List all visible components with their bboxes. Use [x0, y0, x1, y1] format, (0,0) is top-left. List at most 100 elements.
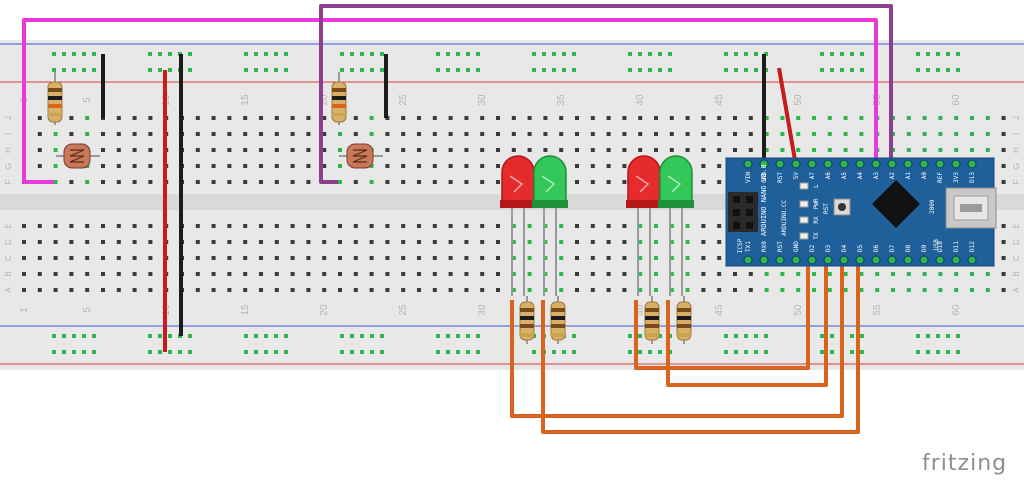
breadboard-hole [717, 272, 722, 276]
breadboard-hole [259, 224, 263, 228]
breadboard-hole [622, 180, 627, 184]
breadboard-hole [53, 132, 58, 136]
rail-hole [52, 52, 56, 56]
breadboard-hole [859, 148, 864, 152]
breadboard-hole [985, 272, 990, 276]
breadboard-hole [511, 116, 516, 120]
status-led-label: L [813, 184, 820, 188]
breadboard-hole [654, 288, 658, 292]
breadboard-hole [780, 272, 785, 276]
rail-hole [476, 68, 480, 72]
breadboard-hole [259, 272, 263, 276]
arduino-pin [919, 159, 929, 169]
rail-hole [552, 350, 556, 354]
breadboard-hole [527, 148, 532, 152]
breadboard-hole [37, 164, 42, 168]
arduino-pin-label: D11 [953, 241, 960, 252]
breadboard-hole [812, 288, 816, 292]
breadboard-hole [148, 132, 153, 136]
rail-hole [254, 350, 258, 354]
breadboard-hole [938, 288, 943, 292]
breadboard-hole [259, 148, 263, 152]
resistor-band [645, 316, 659, 320]
arduino-pin [807, 255, 817, 265]
red-wire-arduino-5v [777, 67, 798, 167]
rail-hole [916, 334, 920, 338]
usb-port [945, 187, 997, 229]
arduino-pin [951, 255, 961, 265]
breadboard-hole [480, 132, 485, 136]
breadboard-hole [764, 272, 769, 276]
breadboard-hole [496, 256, 500, 260]
breadboard-hole [685, 272, 690, 276]
rail-hole [370, 68, 374, 72]
breadboard-hole [622, 164, 627, 168]
breadboard-hole [590, 148, 595, 152]
breadboard-hole [132, 164, 137, 168]
rail-hole [254, 68, 258, 72]
rail-hole [264, 68, 268, 72]
led-base [532, 200, 568, 208]
arduino-pin [887, 255, 897, 265]
rail-hole [264, 334, 268, 338]
rail-hole [648, 52, 652, 56]
breadboard-hole [480, 148, 485, 152]
breadboard-hole [685, 224, 690, 228]
breadboard-hole [259, 240, 263, 244]
resistor-band [551, 316, 565, 320]
breadboard-hole [53, 240, 58, 244]
breadboard-hole [290, 256, 295, 260]
breadboard-hole [101, 288, 105, 292]
rail-hole [350, 350, 354, 354]
breadboard-hole [432, 272, 437, 276]
breadboard-hole [148, 116, 153, 120]
breadboard-hole [227, 224, 232, 228]
breadboard-hole [116, 272, 121, 276]
breadboard-hole [1001, 240, 1006, 244]
breadboard-hole [369, 256, 374, 260]
breadboard-hole [906, 148, 911, 152]
rail-hole [340, 334, 344, 338]
breadboard-hole [148, 288, 153, 292]
ldr2-resistor [331, 72, 347, 125]
breadboard-hole [511, 256, 516, 260]
breadboard-hole [701, 224, 706, 228]
breadboard-hole [812, 148, 816, 152]
column-label: 55 [872, 304, 883, 316]
breadboard-hole [575, 116, 579, 120]
rail-hole [446, 52, 450, 56]
row-label: D [4, 239, 13, 245]
rail-hole [542, 52, 546, 56]
breadboard-hole [606, 288, 611, 292]
breadboard-hole [590, 240, 595, 244]
breadboard-hole [590, 272, 595, 276]
rail-hole [284, 350, 288, 354]
status-led-label: RX [813, 216, 820, 224]
breadboard-hole [875, 288, 880, 292]
rail-hole [380, 68, 384, 72]
rail-hole [264, 52, 268, 56]
rail-hole [148, 68, 152, 72]
breadboard-hole [448, 164, 453, 168]
breadboard-hole [701, 116, 706, 120]
breadboard-hole [132, 180, 137, 184]
row-label: A [4, 287, 13, 293]
breadboard-hole [369, 288, 374, 292]
breadboard-hole [922, 148, 927, 152]
breadboard-hole [1001, 164, 1006, 168]
arduino-pin [919, 255, 929, 265]
arduino-pin [855, 159, 865, 169]
rail-hole [370, 334, 374, 338]
rail-hole [658, 350, 662, 354]
rail-hole [178, 350, 182, 354]
rail-hole [188, 350, 192, 354]
arduino-pin-label: D7 [889, 244, 896, 252]
rail-hole [754, 334, 758, 338]
breadboard-hole [827, 288, 832, 292]
breadboard-hole [306, 148, 311, 152]
column-label: 45 [714, 94, 725, 106]
rail-hole [254, 52, 258, 56]
led-base [658, 200, 694, 208]
breadboard-hole [938, 272, 943, 276]
